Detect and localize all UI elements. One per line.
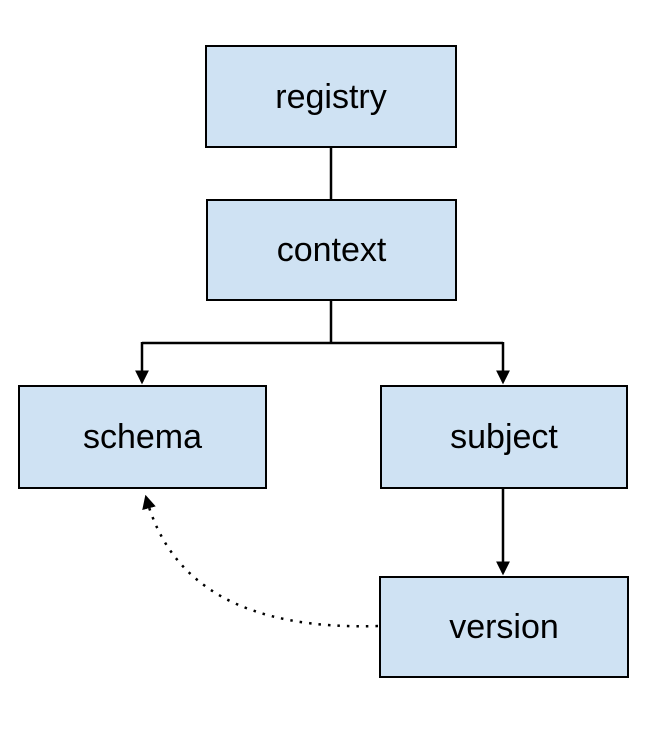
- node-registry-label: registry: [275, 77, 387, 116]
- node-registry: registry: [205, 45, 457, 148]
- node-subject: subject: [380, 385, 628, 489]
- node-schema-label: schema: [82, 418, 203, 456]
- node-version: version: [379, 576, 629, 678]
- node-version-label: version: [449, 608, 559, 646]
- node-context-label: context: [276, 231, 387, 269]
- edge-version-schema: [142, 494, 379, 628]
- node-schema: schema: [18, 385, 267, 489]
- node-subject-label: subject: [450, 418, 558, 456]
- node-context: context: [206, 199, 457, 301]
